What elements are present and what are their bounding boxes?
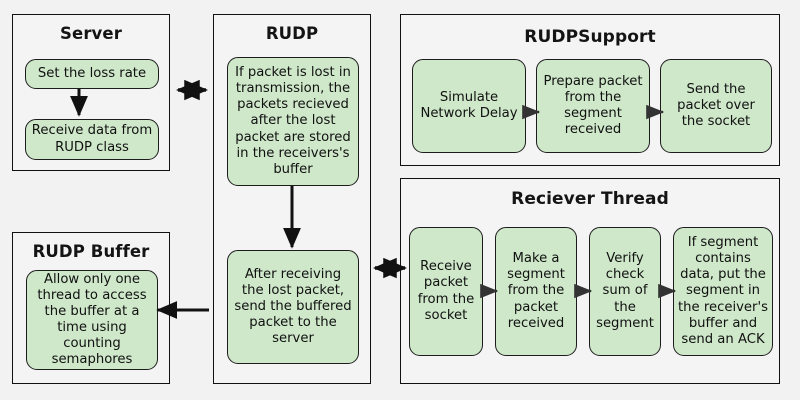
- group-rudp-buffer: RUDP Buffer Allow only one thread to acc…: [12, 232, 170, 384]
- node-verify-checksum-label: Verify check sum of the segment: [596, 251, 654, 331]
- node-send-buffered-packet-label: After receiving the lost packet, send th…: [234, 266, 352, 347]
- group-rudp-support: RUDPSupport Simulate Network Delay Prepa…: [400, 14, 780, 166]
- node-receive-packet-socket[interactable]: Receive packet from the socket: [409, 227, 483, 356]
- node-receive-data-rudp-label: Receive data from RUDP class: [31, 123, 153, 155]
- node-send-packet-socket[interactable]: Send the packet over the socket: [660, 59, 772, 153]
- group-reciever-thread: Reciever Thread Receive packet from the …: [400, 178, 780, 384]
- group-server: Server Set the loss rate Receive data fr…: [12, 14, 170, 171]
- node-counting-semaphores-label: Allow only one thread to access the buff…: [37, 271, 147, 368]
- node-receive-packet-socket-label: Receive packet from the socket: [417, 259, 475, 323]
- node-counting-semaphores[interactable]: Allow only one thread to access the buff…: [26, 270, 158, 370]
- node-verify-checksum[interactable]: Verify check sum of the segment: [589, 227, 661, 356]
- node-packet-lost-buffered-label: If packet is lost in transmission, the p…: [235, 65, 351, 177]
- group-rudp-buffer-title: RUDP Buffer: [32, 242, 150, 261]
- node-packet-lost-buffered[interactable]: If packet is lost in transmission, the p…: [227, 57, 359, 186]
- node-prepare-packet[interactable]: Prepare packet from the segment received: [536, 59, 650, 153]
- group-rudp-support-title: RUDPSupport: [524, 27, 656, 47]
- node-put-segment-send-ack[interactable]: If segment contains data, put the segmen…: [673, 227, 773, 356]
- node-prepare-packet-label: Prepare packet from the segment received: [543, 73, 643, 138]
- node-make-segment-label: Make a segment from the packet received: [507, 251, 565, 331]
- node-simulate-network-delay-label: Simulate Network Delay: [420, 89, 518, 121]
- group-rudp-title: RUDP: [265, 24, 319, 43]
- node-set-loss-rate[interactable]: Set the loss rate: [25, 59, 159, 89]
- node-set-loss-rate-label: Set the loss rate: [37, 65, 147, 81]
- node-send-packet-socket-label: Send the packet over the socket: [677, 81, 755, 130]
- group-rudp: RUDP If packet is lost in transmission, …: [213, 14, 371, 384]
- node-put-segment-send-ack-label: If segment contains data, put the segmen…: [678, 235, 768, 347]
- node-make-segment[interactable]: Make a segment from the packet received: [495, 227, 577, 356]
- node-receive-data-rudp[interactable]: Receive data from RUDP class: [25, 119, 159, 160]
- group-server-title: Server: [60, 24, 122, 43]
- group-reciever-thread-title: Reciever Thread: [511, 189, 669, 209]
- node-send-buffered-packet[interactable]: After receiving the lost packet, send th…: [227, 250, 359, 364]
- node-simulate-network-delay[interactable]: Simulate Network Delay: [412, 59, 526, 153]
